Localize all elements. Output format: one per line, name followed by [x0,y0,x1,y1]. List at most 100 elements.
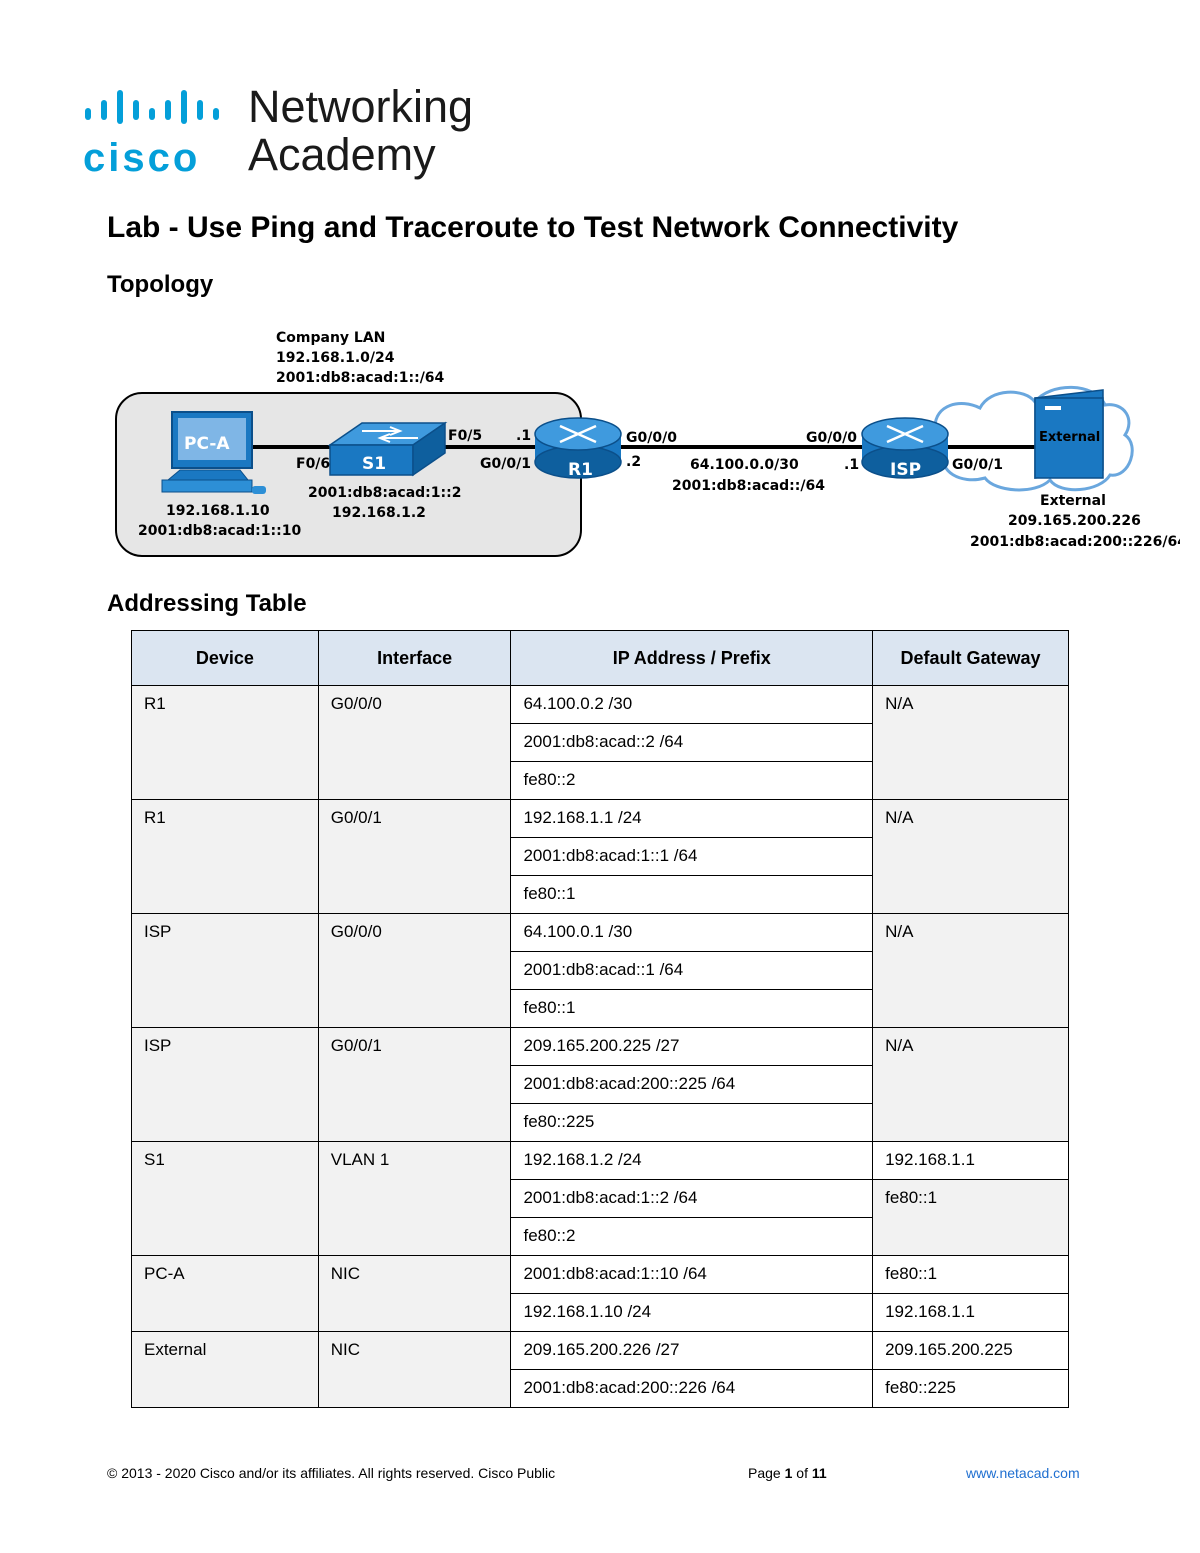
interface-cell: G0/0/0 [317,685,512,800]
ip-address-cell: 2001:db8:acad:200::226 /64 [510,1369,874,1408]
table-row: 2001:db8:acad:1::1 /64 [132,837,1069,876]
interface-cell: G0/0/0 [317,913,512,1028]
gateway-cell: 192.168.1.1 [872,1141,1069,1180]
isp-ext-if-label: G0/0/1 [952,457,1003,473]
ip-address-cell: 64.100.0.2 /30 [510,685,874,724]
interface-cell: G0/0/1 [317,1027,512,1142]
ip-address-cell: 2001:db8:acad:1::2 /64 [510,1179,874,1218]
interface-cell: G0/0/1 [317,799,512,914]
page-total: 11 [811,1465,827,1481]
router-r1-icon [534,417,622,479]
s1-port-r1-label: F0/5 [448,428,482,444]
table-row: 2001:db8:acad::2 /64 [132,723,1069,762]
ip-address-cell: fe80::1 [510,875,874,914]
ip-address-cell: 209.165.200.225 /27 [510,1027,874,1066]
s1-v6-label: 2001:db8:acad:1::2 [308,485,461,501]
page-of: of [792,1465,812,1481]
ip-address-cell: 192.168.1.2 /24 [510,1141,874,1180]
external-v4-label: 209.165.200.226 [1008,513,1141,529]
external-box-label: External [1039,430,1100,445]
s1-name-label: S1 [362,454,386,474]
topology-diagram: Company LAN 192.168.1.0/24 2001:db8:acad… [115,330,1180,557]
device-cell: S1 [131,1141,319,1256]
ip-address-cell: 192.168.1.1 /24 [510,799,874,838]
ip-address-cell: fe80::2 [510,761,874,800]
gateway-cell: fe80::1 [872,1255,1069,1294]
r1-wan-host-label: .2 [626,454,641,470]
ip-address-cell: 2001:db8:acad::1 /64 [510,951,874,990]
s1-v4-label: 192.168.1.2 [332,505,426,521]
ip-address-cell: 2001:db8:acad:1::1 /64 [510,837,874,876]
isp-name-label: ISP [890,460,921,480]
footer-copyright: © 2013 - 2020 Cisco and/or its affiliate… [107,1465,556,1481]
topology-heading: Topology [107,271,214,298]
r1-lan-if-label: G0/0/1 [480,456,531,472]
cisco-networking-academy-logo: cisco Networking Academy [83,84,483,183]
pc-v6-label: 2001:db8:acad:1::10 [138,523,301,539]
addressing-table-heading: Addressing Table [107,590,307,617]
table-row: fe80::1 [132,989,1069,1028]
table-row: fe80::2 [132,1217,1069,1256]
external-server-icon [1034,389,1104,479]
header-default-gateway: Default Gateway [872,630,1069,686]
addressing-table: Device Interface IP Address / Prefix Def… [131,630,1069,1408]
logo-academy: Academy [248,129,436,180]
device-cell: R1 [131,799,319,914]
device-cell: External [131,1331,319,1408]
pc-name-label: PC-A [184,434,230,454]
page-title: Lab - Use Ping and Traceroute to Test Ne… [107,211,959,244]
gateway-cell: N/A [872,685,1069,800]
r1-wan-if-label: G0/0/0 [626,430,677,446]
table-row: 2001:db8:acad::1 /64 [132,951,1069,990]
gateway-cell: N/A [872,799,1069,914]
gateway-cell: 209.165.200.225 [872,1331,1069,1370]
ip-address-cell: 2001:db8:acad:1::10 /64 [510,1255,874,1294]
ip-address-cell: 209.165.200.226 /27 [510,1331,874,1370]
footer-netacad-link[interactable]: www.netacad.com [966,1465,1080,1481]
ip-address-cell: fe80::225 [510,1103,874,1142]
logo-networking: Networking [248,81,474,132]
device-cell: ISP [131,913,319,1028]
r1-name-label: R1 [568,460,593,480]
table-row: 2001:db8:acad:200::225 /64 [132,1065,1069,1104]
ip-address-cell: fe80::1 [510,989,874,1028]
cisco-bars-icon [85,90,219,124]
pc-v4-label: 192.168.1.10 [166,503,270,519]
device-cell: R1 [131,685,319,800]
isp-wan-if-label: G0/0/0 [806,430,857,446]
wan-v6-label: 2001:db8:acad::/64 [672,478,825,494]
interface-cell: VLAN 1 [317,1141,512,1256]
gateway-cell: 192.168.1.1 [872,1293,1069,1332]
wan-v4-label: 64.100.0.0/30 [690,457,799,473]
header-ip-address: IP Address / Prefix [510,630,874,686]
s1-port-pc-label: F0/6 [296,456,330,472]
ip-address-cell: fe80::2 [510,1217,874,1256]
ip-address-cell: 64.100.0.1 /30 [510,913,874,952]
cisco-wordmark: cisco [83,136,201,180]
router-isp-icon [861,417,949,479]
gateway-cell: fe80::1 [872,1179,1069,1256]
gateway-cell: N/A [872,913,1069,1028]
switch-s1-icon [327,421,448,477]
interface-cell: NIC [317,1331,512,1408]
ip-address-cell: 2001:db8:acad:200::225 /64 [510,1065,874,1104]
interface-cell: NIC [317,1255,512,1332]
lan-name-label: Company LAN [276,330,385,346]
table-header-row: Device Interface IP Address / Prefix Def… [131,630,1069,686]
pc-a-icon [161,411,266,494]
device-cell: ISP [131,1027,319,1142]
table-row: fe80::225 [132,1103,1069,1142]
header-device: Device [131,630,319,686]
ip-address-cell: 192.168.1.10 /24 [510,1293,874,1332]
device-cell: PC-A [131,1255,319,1332]
